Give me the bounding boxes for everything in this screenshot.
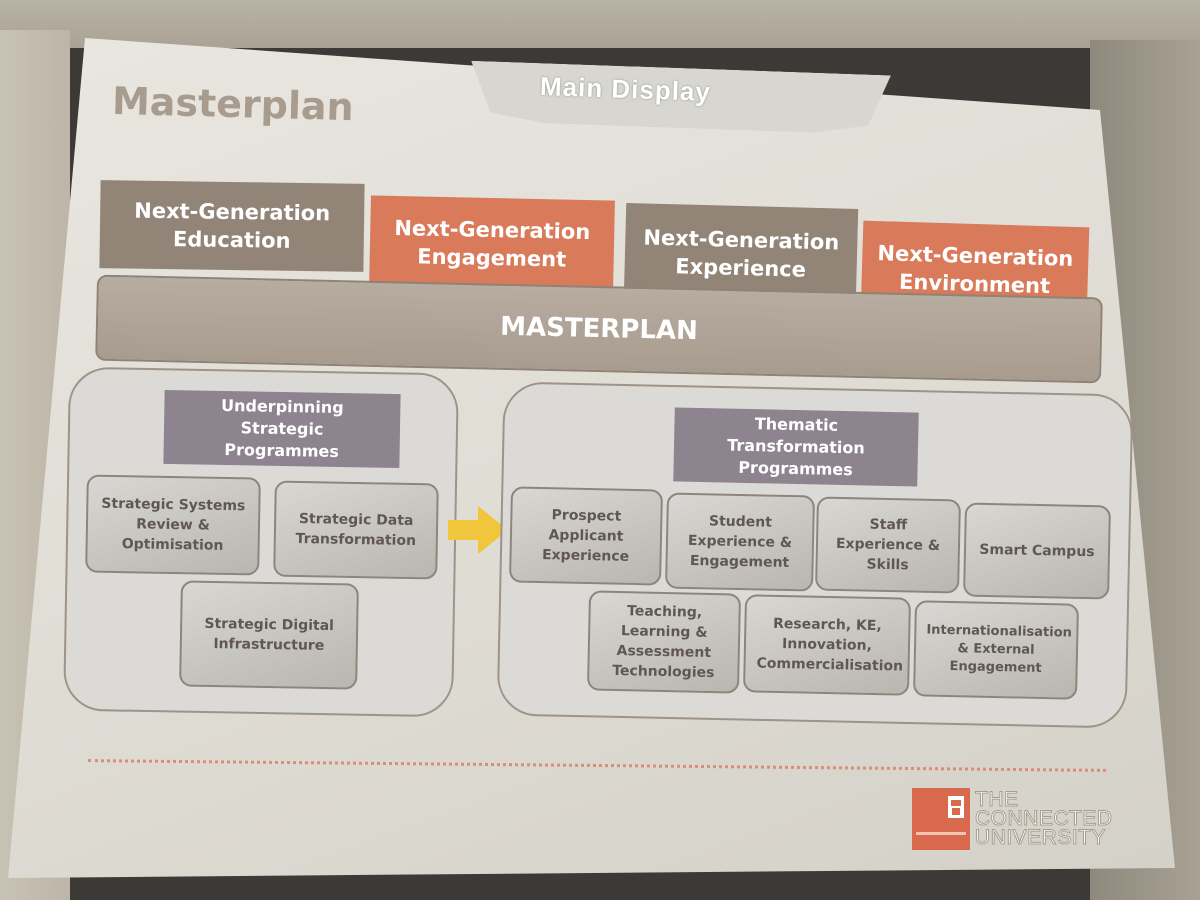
prog-label: Teaching, Learning & Assessment Technolo… <box>612 603 715 682</box>
prog-internationalisation: Internationalisation & External Engageme… <box>913 600 1079 700</box>
underpinning-header-label: Underpinning Strategic Programmes <box>220 395 344 461</box>
prog-label: Smart Campus <box>979 541 1095 561</box>
underpinning-header: Underpinning Strategic Programmes <box>163 389 401 469</box>
masterplan-banner-label: MASTERPLAN <box>499 311 699 347</box>
prog-strategic-digital-infrastructure: Strategic Digital Infrastructure <box>179 580 359 690</box>
slide-title: Masterplan <box>111 78 355 130</box>
thematic-header: Thematic Transformation Programmes <box>673 407 919 487</box>
logo-line: THE <box>975 788 1019 811</box>
room-wall-top <box>0 0 1200 48</box>
logo-line: UNIVERSITY <box>975 826 1107 849</box>
pillar-engagement: Next-Generation Engagement <box>369 195 615 293</box>
pillar-label: Next-Generation Education <box>134 198 331 253</box>
pillar-label: Next-Generation Experience <box>643 225 840 282</box>
university-logo <box>912 788 970 850</box>
prog-label: Student Experience & Engagement <box>687 513 793 572</box>
prog-prospect-applicant-experience: Prospect Applicant Experience <box>509 486 663 586</box>
prog-student-experience-engagement: Student Experience & Engagement <box>665 492 815 592</box>
logo-line: CONNECTED <box>975 807 1113 830</box>
thematic-header-label: Thematic Transformation Programmes <box>727 414 865 480</box>
crest-icon <box>916 796 966 835</box>
prog-research-ke-innovation: Research, KE, Innovation, Commercialisat… <box>742 594 912 696</box>
prog-strategic-systems-review: Strategic Systems Review & Optimisation <box>85 474 261 576</box>
prog-teaching-learning-assessment: Teaching, Learning & Assessment Technolo… <box>586 590 742 694</box>
prog-staff-experience-skills: Staff Experience & Skills <box>815 496 961 594</box>
pillar-label: Next-Generation Environment <box>877 241 1074 299</box>
logo-wordmark: THE CONNECTED UNIVERSITY <box>975 788 1113 849</box>
prog-label: Staff Experience & Skills <box>835 516 941 574</box>
display-tab-label: Main Display <box>539 71 712 107</box>
prog-label: Internationalisation & External Engageme… <box>926 622 1073 676</box>
prog-strategic-data-transformation: Strategic Data Transformation <box>273 480 439 580</box>
pillar-label: Next-Generation Engagement <box>394 215 591 272</box>
arrow-right-icon <box>448 506 508 554</box>
prog-smart-campus: Smart Campus <box>963 502 1111 600</box>
prog-label: Research, KE, Innovation, Commercialisat… <box>756 615 904 675</box>
prog-label: Prospect Applicant Experience <box>541 507 630 565</box>
prog-label: Strategic Systems Review & Optimisation <box>101 495 246 554</box>
pillar-education: Next-Generation Education <box>99 180 365 272</box>
prog-label: Strategic Digital Infrastructure <box>204 615 335 654</box>
prog-label: Strategic Data Transformation <box>295 511 417 550</box>
